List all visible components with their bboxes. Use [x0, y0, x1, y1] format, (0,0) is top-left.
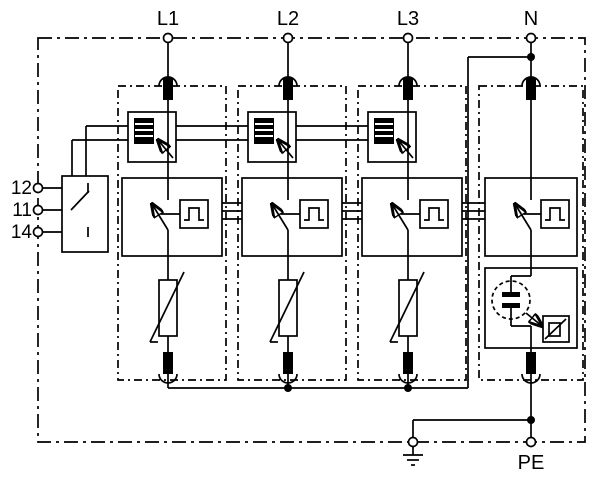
terminal-11: [32, 204, 44, 216]
terminal-14: [32, 226, 44, 238]
label-12: 12: [11, 178, 32, 199]
label-pe: PE: [518, 452, 545, 474]
neutral-rail-wiring: [168, 56, 531, 389]
label-l2: L2: [277, 8, 299, 30]
surge-module-l1: [118, 43, 226, 389]
terminal-earth: [407, 436, 419, 448]
enclosure-border: [37, 37, 586, 443]
surge-module-l2: [238, 43, 346, 389]
changeover-contact-icon: [70, 183, 90, 237]
label-11: 11: [12, 200, 32, 221]
terminal-12: [32, 182, 44, 194]
junction-dots: [284, 53, 535, 424]
label-14: 14: [11, 222, 33, 243]
label-l3: L3: [397, 8, 419, 30]
surge-module-l3: [358, 43, 466, 389]
label-n: N: [524, 8, 538, 30]
gas-discharge-tube-icon: [491, 268, 532, 348]
terminal-n: [525, 32, 537, 44]
terminal-l2: [282, 32, 294, 44]
surge-module-n: [478, 42, 584, 438]
terminal-pe: [525, 436, 537, 448]
monitoring-linkage-lines: [71, 125, 368, 176]
label-l1: L1: [157, 8, 179, 30]
terminal-l1: [162, 32, 174, 44]
terminal-l3: [402, 32, 414, 44]
earth-wiring: [403, 419, 531, 466]
remote-signal-contact: [42, 175, 109, 253]
varistor-icon: [542, 315, 570, 343]
earth-ground-icon: [403, 454, 423, 466]
